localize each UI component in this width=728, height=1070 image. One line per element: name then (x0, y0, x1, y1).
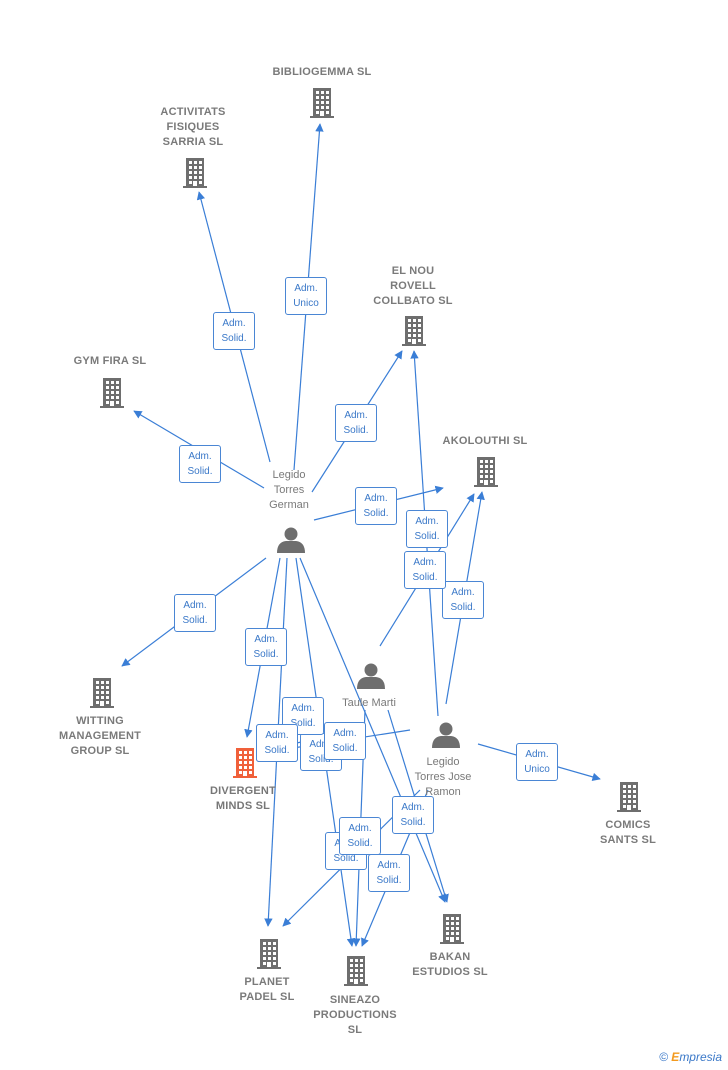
building-icon-bakan[interactable] (440, 914, 464, 944)
building-icon-gymfira[interactable] (100, 378, 124, 408)
node-label-gymfira[interactable]: GYM FIRA SL (73, 355, 147, 367)
building-icon-divergent[interactable] (233, 748, 257, 778)
node-label-activitats[interactable]: ACTIVITATS FISIQUES SARRIA SL (160, 106, 226, 148)
edge-label-taule-bakan[interactable]: Adm. Solid. (392, 796, 434, 834)
building-icon-planet[interactable] (257, 939, 281, 969)
edge-german-bakan (299, 557, 446, 903)
edge-label-german-divergent[interactable]: Adm. Solid. (245, 628, 287, 666)
node-label-sineazo[interactable]: SINEAZO PRODUCTIONS SL (313, 994, 397, 1036)
edge-label-taule-divergent[interactable]: Adm. Solid. (256, 724, 298, 762)
empresia-logo: © Empresia (659, 1050, 722, 1064)
edge-label-ramon-elnou[interactable]: Adm. Solid. (406, 510, 448, 548)
edge-label-taule-akolouthi[interactable]: Adm. Solid. (404, 551, 446, 589)
node-label-akolouthi[interactable]: AKOLOUTHI SL (442, 435, 528, 447)
node-label-taule[interactable]: Taule Marti (342, 697, 396, 709)
edge-label-german-bibliogemma[interactable]: Adm. Unico (285, 277, 327, 315)
copyright-icon: © (659, 1050, 668, 1064)
edge-label-german-witting[interactable]: Adm. Solid. (174, 594, 216, 632)
person-icon-ramon[interactable] (432, 722, 460, 749)
building-icon-witting[interactable] (90, 678, 114, 708)
edge-label-ramon-sineazo[interactable]: Adm. Solid. (368, 854, 410, 892)
edge-label-ramon-akolouthi[interactable]: Adm. Solid. (442, 581, 484, 619)
node-label-comics[interactable]: COMICS SANTS SL (600, 819, 656, 846)
edge-label-german-bakan[interactable]: Adm. Solid. (324, 722, 366, 760)
node-label-divergent[interactable]: DIVERGENT MINDS SL (210, 785, 276, 812)
node-label-planet[interactable]: PLANET PADEL SL (239, 976, 295, 1003)
node-label-bibliogemma[interactable]: BIBLIOGEMMA SL (272, 66, 372, 78)
brand-text: mpresia (679, 1050, 722, 1064)
node-label-bakan[interactable]: BAKAN ESTUDIOS SL (412, 951, 488, 978)
edge-label-german-elnou[interactable]: Adm. Solid. (335, 404, 377, 442)
person-icon-german[interactable] (277, 527, 305, 554)
building-icon-elnou[interactable] (402, 316, 426, 346)
edge-label-german-gymfira[interactable]: Adm. Solid. (179, 445, 221, 483)
node-label-german[interactable]: Legido Torres German (269, 469, 309, 511)
building-icon-akolouthi[interactable] (474, 457, 498, 487)
building-icon-sineazo[interactable] (344, 956, 368, 986)
building-icon-bibliogemma[interactable] (310, 88, 334, 118)
brand-e: E (671, 1050, 680, 1064)
edge-label-ramon-comics[interactable]: Adm. Unico (516, 743, 558, 781)
edge-label-german-activitats[interactable]: Adm. Solid. (213, 312, 255, 350)
person-icon-taule[interactable] (357, 663, 385, 690)
building-icon-activitats[interactable] (183, 158, 207, 188)
edge-label-taule-sineazo[interactable]: Adm. Solid. (339, 817, 381, 855)
node-label-witting[interactable]: WITTING MANAGEMENT GROUP SL (58, 715, 142, 757)
node-label-ramon[interactable]: Legido Torres Jose Ramon (414, 756, 472, 798)
node-label-elnou[interactable]: EL NOU ROVELL COLLBATO SL (373, 265, 453, 307)
building-icon-comics[interactable] (617, 782, 641, 812)
edge-label-german-akolouthi[interactable]: Adm. Solid. (355, 487, 397, 525)
